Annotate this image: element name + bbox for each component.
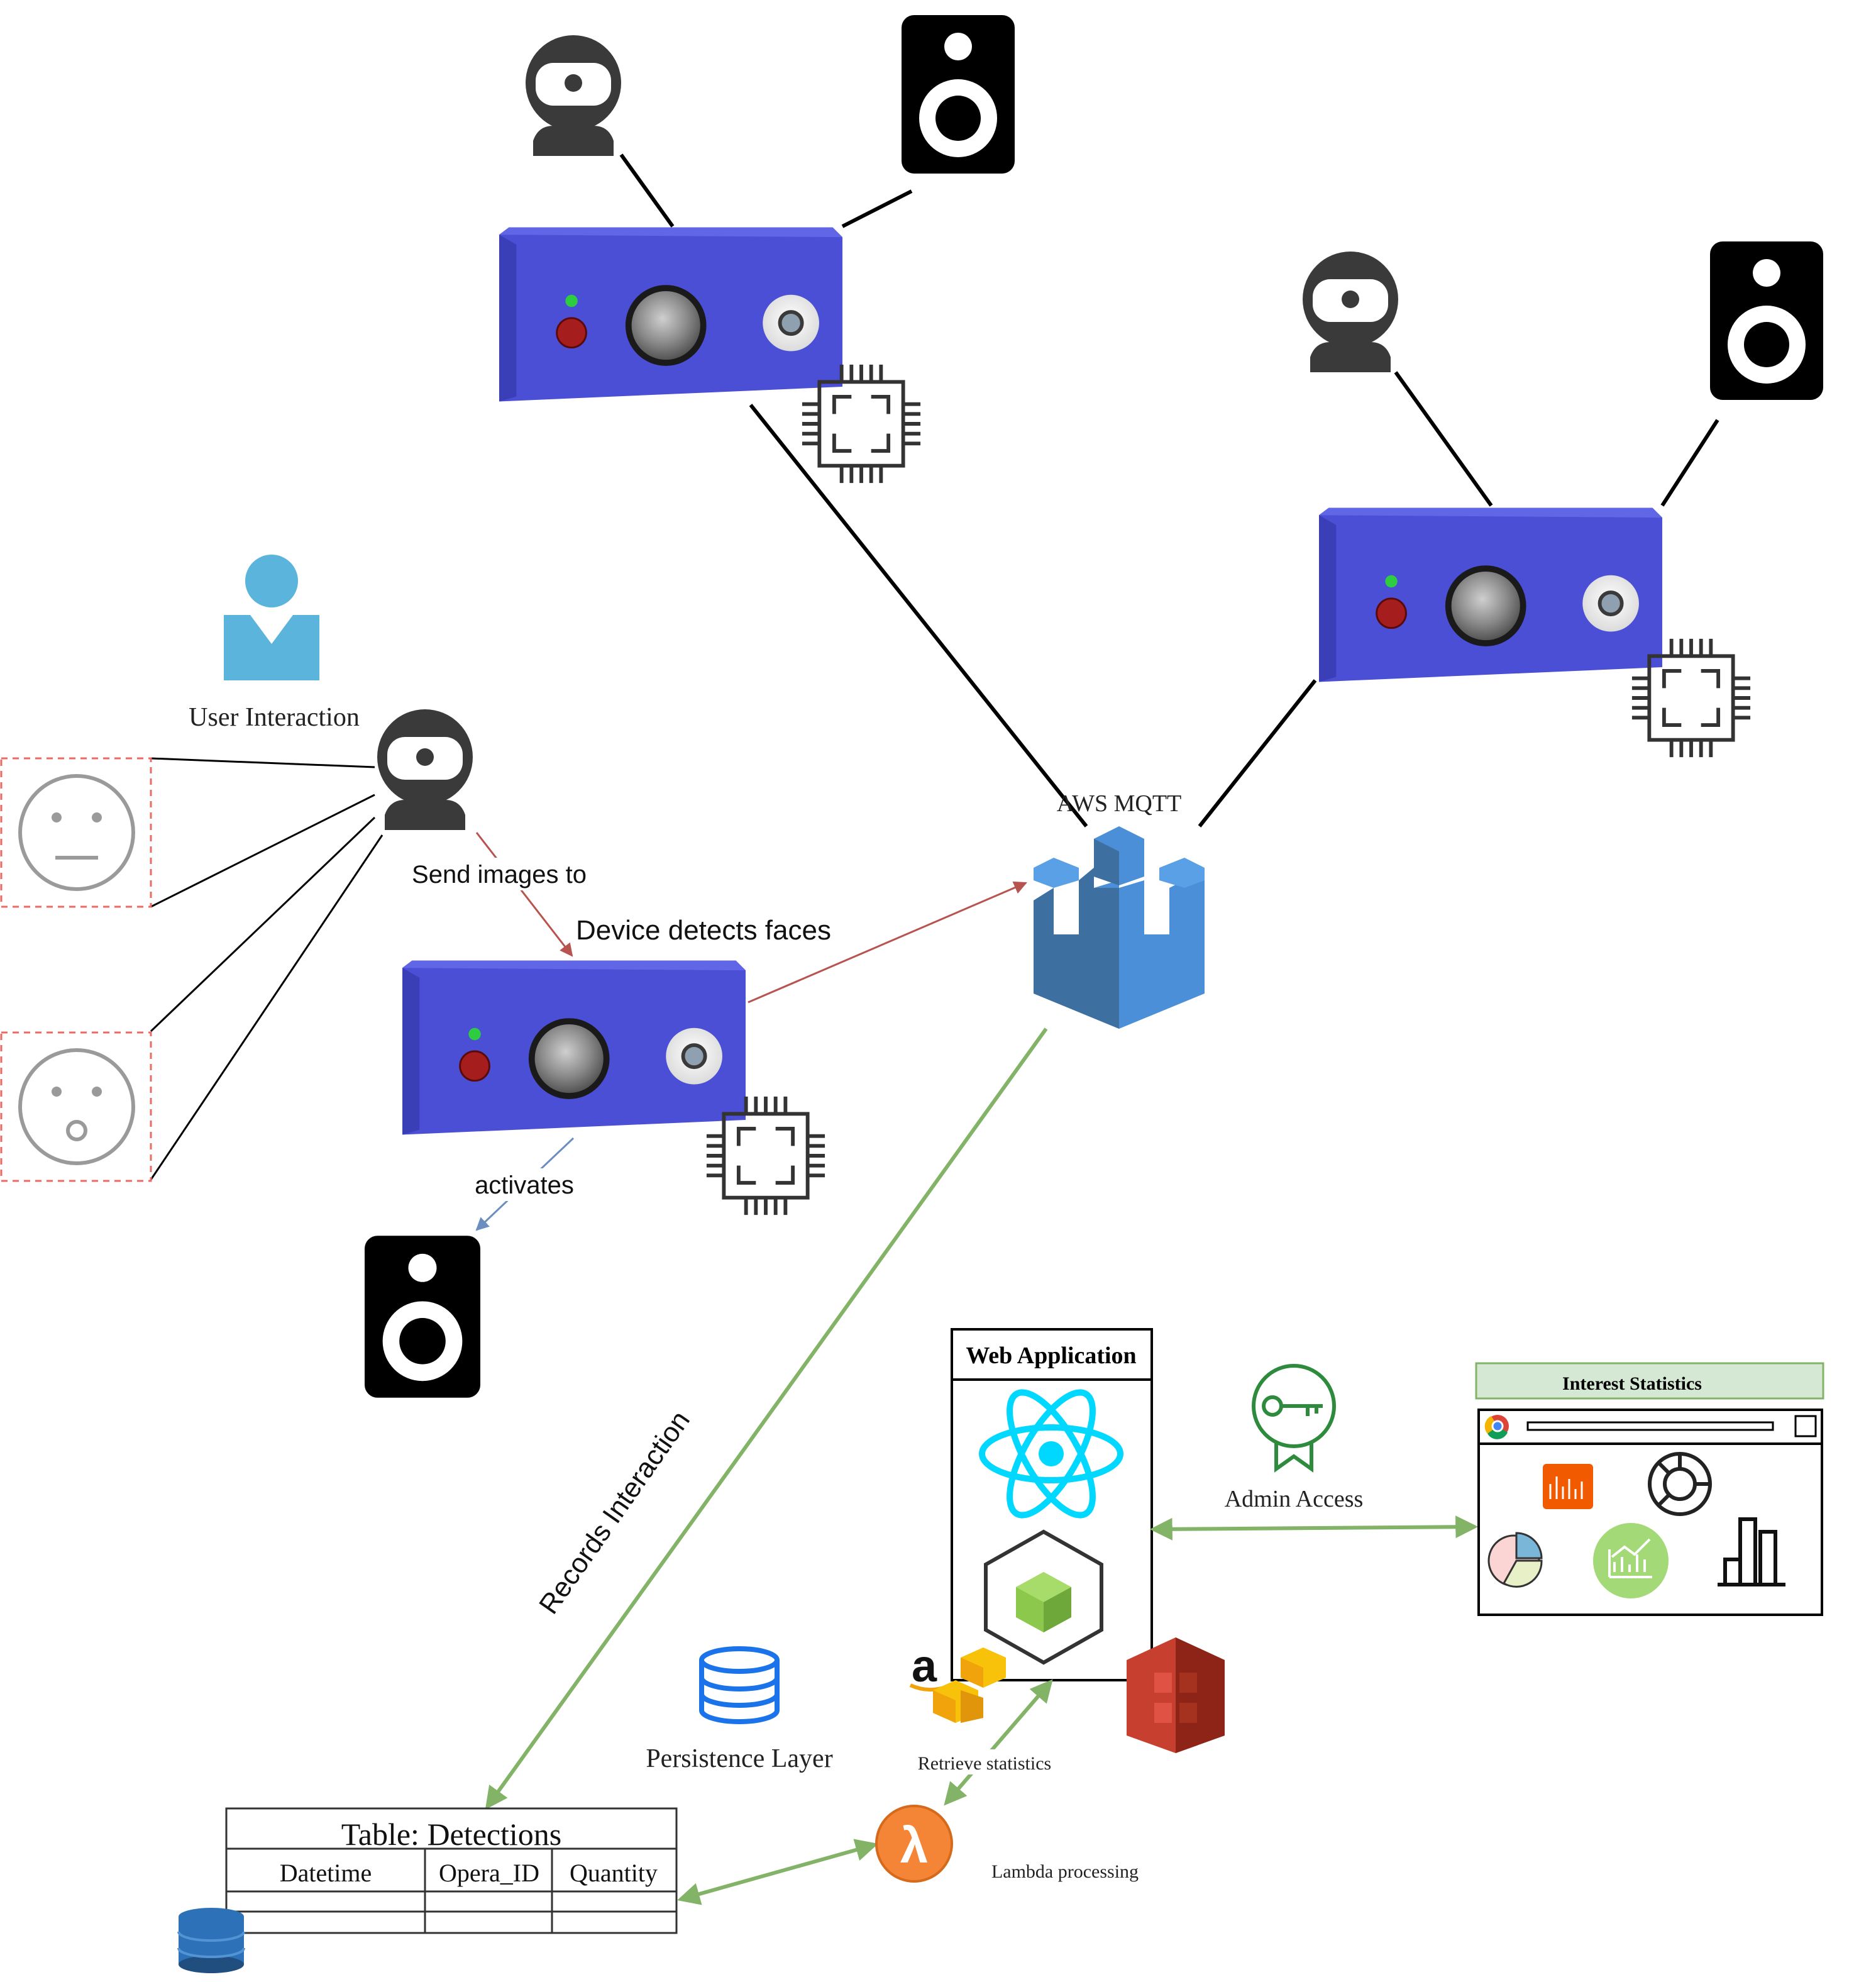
webcam-icon [377, 709, 473, 830]
neutral-face-icon [18, 774, 135, 891]
line-chart-icon [1593, 1523, 1669, 1598]
line-webcam-device2 [1394, 371, 1493, 507]
column-header: Quantity [570, 1859, 658, 1887]
lambda-processing-label: Lambda processing [991, 1861, 1139, 1882]
admin-access-arrow [1149, 1515, 1479, 1541]
device-detects-faces-label: Device detects faces [576, 915, 831, 946]
detections-table: Table: Detections Datetime Opera_ID Quan… [225, 1807, 678, 1934]
certificate-key-icon [1252, 1364, 1336, 1473]
web-application-title: Web Application [966, 1343, 1136, 1369]
chrome-icon [1484, 1415, 1509, 1439]
surprised-face-icon [18, 1048, 135, 1165]
interest-statistics-panel: Interest Statistics [1475, 1362, 1824, 1400]
speaker-icon [902, 15, 1015, 174]
webcam-icon [526, 35, 621, 156]
persistence-layer-label: Persistence Layer [646, 1744, 832, 1773]
line-device2-speaker [1660, 419, 1719, 507]
user-interaction-label: User Interaction [189, 703, 360, 732]
nodejs-icon [984, 1529, 1103, 1665]
line-device1-speaker [841, 189, 913, 228]
device-box [402, 961, 746, 1135]
bar-chart-icon [1718, 1517, 1785, 1586]
records-interaction-arrow [485, 1027, 1048, 1810]
send-images-label: Send images to [412, 861, 587, 889]
face-box [0, 757, 152, 908]
lambda-icon: λ [875, 1805, 953, 1883]
connection-lines [619, 153, 1719, 828]
send-images-arrow [475, 832, 573, 957]
person-icon [224, 555, 319, 680]
lambda-symbol: λ [900, 1817, 929, 1873]
line-webcam-device1 [619, 153, 675, 228]
speaker-icon [1710, 241, 1823, 400]
column-header: Datetime [280, 1859, 372, 1887]
records-interaction-label: Records Interaction [533, 1405, 696, 1620]
column-header: Opera_ID [439, 1859, 539, 1887]
dynamodb-icon [177, 1908, 245, 1973]
line-device2-mqtt [1198, 679, 1317, 828]
database-icon [699, 1646, 780, 1724]
label-bg [465, 1168, 583, 1201]
chip-icon [707, 1097, 825, 1215]
label-bg [908, 1749, 1064, 1774]
aws-mqtt-label: AWS MQTT [1057, 790, 1182, 817]
device-to-mqtt-arrow [748, 881, 1027, 1004]
retrieve-statistics-label: Retrieve statistics [918, 1753, 1051, 1774]
webcam-icon [1303, 252, 1398, 372]
device-box [499, 228, 842, 402]
react-icon [979, 1389, 1123, 1519]
bar-chart-icon [1543, 1464, 1593, 1509]
activates-label: activates [475, 1171, 574, 1199]
device-box [1319, 508, 1662, 682]
face-links [150, 757, 383, 1180]
chip-icon [802, 365, 920, 483]
label-bg [400, 858, 601, 890]
face-box [0, 1031, 152, 1182]
amazon-logo-letter: a [912, 1641, 937, 1691]
table-title: Table: Detections [341, 1817, 562, 1852]
donut-icon [1648, 1452, 1712, 1516]
line-device1-mqtt [749, 404, 1088, 828]
admin-access-label: Admin Access [1225, 1486, 1364, 1512]
interest-statistics-title: Interest Statistics [1562, 1373, 1702, 1394]
speaker-icon [365, 1236, 480, 1398]
s3-bucket-icon [1127, 1637, 1225, 1753]
aws-iot-castle-icon [1034, 826, 1205, 1029]
chip-icon [1632, 639, 1750, 757]
pie-chart-icon [1487, 1532, 1543, 1588]
table-lambda-arrow [677, 1839, 878, 1905]
retrieve-statistics-arrow [944, 1679, 1053, 1806]
